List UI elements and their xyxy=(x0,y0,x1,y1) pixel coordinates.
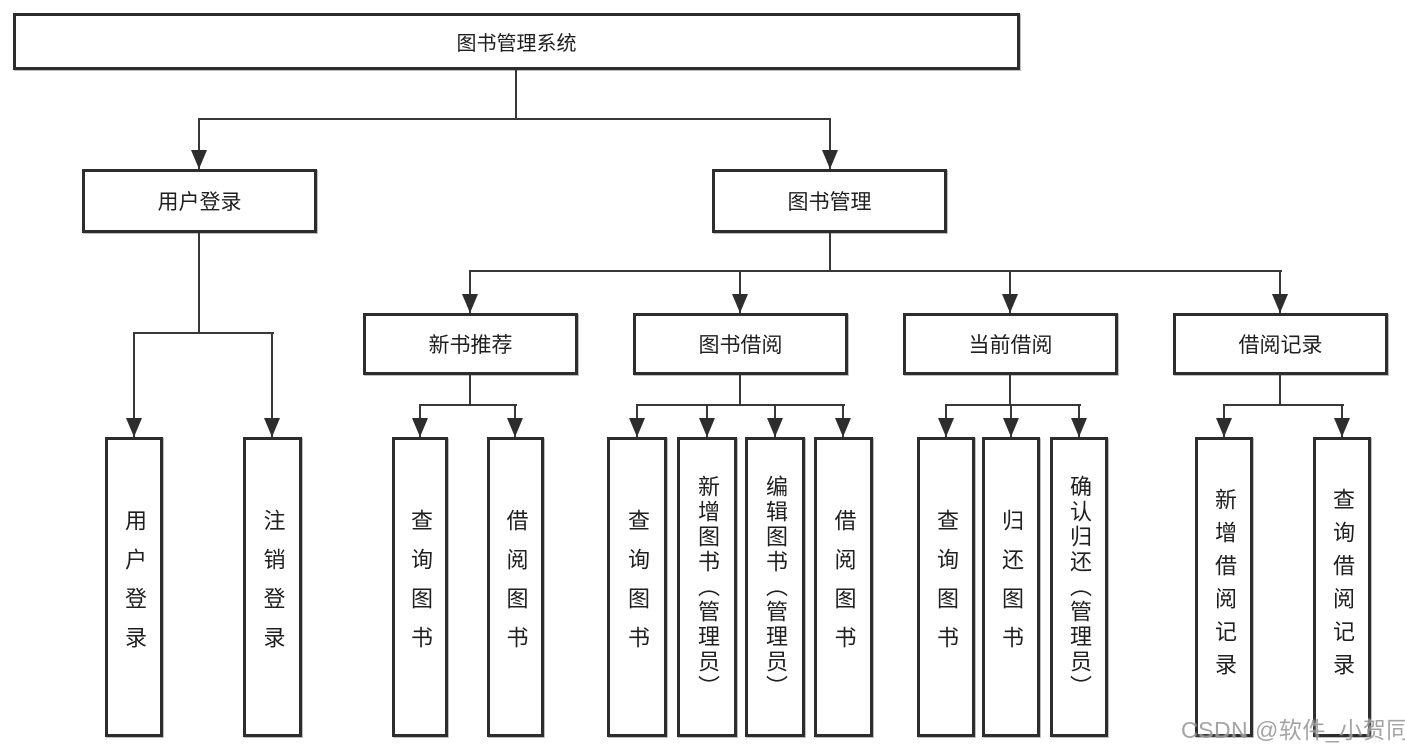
arrow-down-icon xyxy=(732,294,748,313)
node-label: 注销登录 xyxy=(260,509,286,665)
node-label: 当前借阅 xyxy=(968,334,1053,357)
node-label: 用户登录 xyxy=(157,191,242,214)
node-label: 归还图书 xyxy=(999,509,1024,665)
leaf-logout-login: 注销登录 xyxy=(243,437,302,737)
connector-vline xyxy=(1279,270,1281,313)
connector-vline xyxy=(739,270,741,313)
arrow-down-icon xyxy=(462,294,478,313)
arrow-down-icon xyxy=(191,150,207,169)
connector-hline xyxy=(945,404,1081,406)
node-current-borrowing: 当前借阅 xyxy=(903,313,1118,375)
leaf-newrec-query-books: 查询图书 xyxy=(392,437,448,737)
connector-vline xyxy=(515,70,517,120)
connector-vline xyxy=(739,375,741,406)
arrow-down-icon xyxy=(1071,418,1087,437)
arrow-down-icon xyxy=(938,418,954,437)
node-label: 图书管理系统 xyxy=(456,33,577,55)
leaf-current-query-books: 查询图书 xyxy=(917,437,975,737)
connector-hline xyxy=(198,118,831,120)
connector-vline xyxy=(1009,375,1011,406)
node-book-borrowing: 图书借阅 xyxy=(633,313,848,375)
node-label: 借阅图书 xyxy=(503,509,529,665)
arrow-down-icon xyxy=(767,418,783,437)
node-label: 查询图书 xyxy=(408,509,433,665)
connector-hline xyxy=(469,270,1282,272)
node-label: 查询图书 xyxy=(625,509,650,665)
connector-hline xyxy=(636,404,845,406)
connector-vline xyxy=(1279,375,1281,406)
node-book-management: 图书管理 xyxy=(712,169,947,233)
arrow-down-icon xyxy=(1003,418,1019,437)
arrow-down-icon xyxy=(835,418,851,437)
connector-vline xyxy=(1009,270,1011,313)
leaf-current-confirm-return-admin: 确认归还（管理员） xyxy=(1050,437,1108,737)
arrow-down-icon xyxy=(264,418,280,437)
arrow-down-icon xyxy=(1002,294,1018,313)
arrow-down-icon xyxy=(507,418,523,437)
arrow-down-icon xyxy=(629,418,645,437)
node-label: 查询图书 xyxy=(934,509,959,665)
node-label: 确认归还（管理员） xyxy=(1067,474,1092,700)
leaf-records-query-borrow-record: 查询借阅记录 xyxy=(1313,437,1371,737)
leaf-borrow-add-books-admin: 新增图书（管理员） xyxy=(677,437,737,737)
connector-vline xyxy=(271,332,273,437)
arrow-down-icon xyxy=(1272,294,1288,313)
leaf-current-return-books: 归还图书 xyxy=(982,437,1040,737)
connector-vline xyxy=(198,118,200,169)
leaf-borrow-query-books: 查询图书 xyxy=(607,437,667,737)
csdn-watermark: CSDN @软件_小贺同学 xyxy=(1181,717,1405,743)
connector-vline xyxy=(198,233,200,334)
connector-vline xyxy=(829,233,831,272)
node-library-management-system: 图书管理系统 xyxy=(13,13,1020,70)
leaf-user-login: 用户登录 xyxy=(105,437,163,737)
node-new-book-recommend: 新书推荐 xyxy=(363,313,578,375)
connector-vline xyxy=(829,118,831,169)
connector-vline xyxy=(133,332,135,437)
connector-vline xyxy=(469,375,471,406)
leaf-borrow-borrow-books: 借阅图书 xyxy=(814,437,873,737)
node-user-login: 用户登录 xyxy=(82,169,317,233)
connector-vline xyxy=(469,270,471,313)
node-label: 新书推荐 xyxy=(428,334,513,357)
node-borrowing-records: 借阅记录 xyxy=(1173,313,1388,375)
arrow-down-icon xyxy=(412,418,428,437)
node-label: 新增图书（管理员） xyxy=(695,474,720,700)
node-label: 图书管理 xyxy=(787,191,872,214)
connector-hline xyxy=(419,404,517,406)
arrow-down-icon xyxy=(1334,418,1350,437)
leaf-records-add-borrow-record: 新增借阅记录 xyxy=(1195,437,1253,737)
node-label: 查询借阅记录 xyxy=(1330,488,1355,686)
arrow-down-icon xyxy=(126,418,142,437)
connector-hline xyxy=(1223,404,1344,406)
node-label: 借阅记录 xyxy=(1238,334,1323,357)
arrow-down-icon xyxy=(699,418,715,437)
arrow-down-icon xyxy=(822,150,838,169)
node-label: 用户登录 xyxy=(122,509,147,665)
node-label: 借阅图书 xyxy=(831,509,857,665)
connector-hline xyxy=(133,332,274,334)
arrow-down-icon xyxy=(1216,418,1232,437)
node-label: 新增借阅记录 xyxy=(1212,488,1237,686)
leaf-borrow-edit-books-admin: 编辑图书（管理员） xyxy=(745,437,805,737)
leaf-newrec-borrow-books: 借阅图书 xyxy=(487,437,544,737)
node-label: 图书借阅 xyxy=(698,334,783,357)
node-label: 编辑图书（管理员） xyxy=(763,474,788,700)
